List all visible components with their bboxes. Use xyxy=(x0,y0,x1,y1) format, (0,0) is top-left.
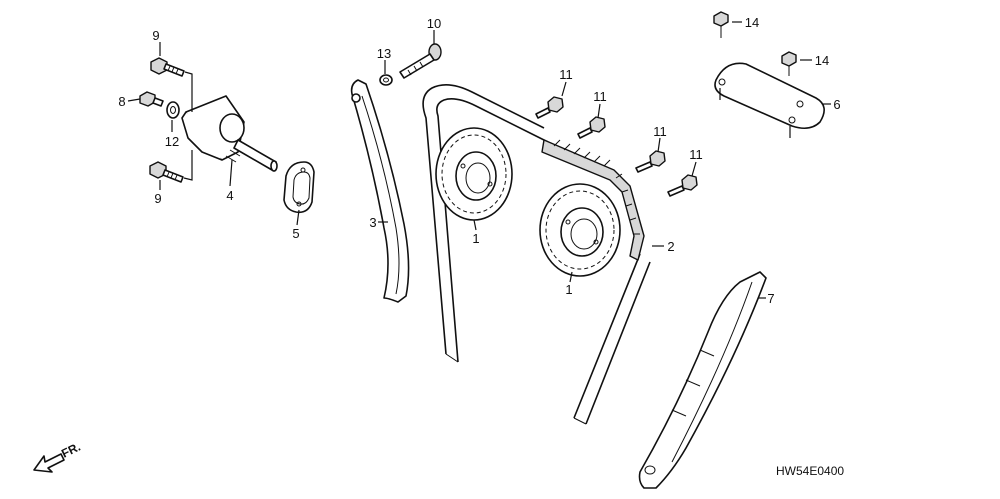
front-direction-label: FR. xyxy=(59,440,83,461)
callout-11-b: 11 xyxy=(593,89,607,104)
diagram-code: HW54E0400 xyxy=(776,464,844,478)
washer-12 xyxy=(166,101,180,119)
callouts: 9 8 12 9 4 5 3 10 13 11 11 11 11 1 1 2 6… xyxy=(118,15,840,306)
callout-8: 8 xyxy=(118,94,125,109)
callout-11-a: 11 xyxy=(559,67,573,82)
bolt-11-b xyxy=(577,116,606,139)
bolt-9-top xyxy=(150,57,185,77)
callout-11-d: 11 xyxy=(689,147,703,162)
callout-7: 7 xyxy=(767,291,774,306)
bolt-11-d xyxy=(667,174,698,197)
callout-6: 6 xyxy=(833,97,840,112)
callout-14-a: 14 xyxy=(745,15,759,30)
washer-13 xyxy=(379,74,393,86)
cam-chain-guide-7 xyxy=(638,271,767,489)
callout-12: 12 xyxy=(165,134,179,149)
cam-chain-2 xyxy=(422,84,651,425)
callout-3: 3 xyxy=(369,215,376,230)
callout-4: 4 xyxy=(226,188,233,203)
cam-chain-guide-3 xyxy=(350,79,410,303)
front-direction-arrow: FR. xyxy=(33,440,83,473)
cam-sprocket-1-upper xyxy=(435,127,513,221)
callout-1-lower: 1 xyxy=(565,282,572,297)
callout-9-bottom: 9 xyxy=(154,191,161,206)
tensioner-body-4 xyxy=(181,95,278,172)
callout-14-b: 14 xyxy=(815,53,829,68)
bolt-14-a xyxy=(713,11,729,38)
callout-2: 2 xyxy=(667,239,674,254)
bolt-14-b xyxy=(781,51,797,76)
plate-6 xyxy=(714,62,825,130)
bolt-8 xyxy=(139,91,164,107)
bolt-11-a xyxy=(535,96,564,119)
callout-1-upper: 1 xyxy=(472,231,479,246)
callout-11-c: 11 xyxy=(653,124,667,139)
bolt-11-c xyxy=(635,150,666,173)
leader-lines xyxy=(127,21,831,299)
tensioner-lifter xyxy=(139,57,278,183)
callout-5: 5 xyxy=(292,226,299,241)
bolt-10 xyxy=(399,43,442,79)
callout-9-top: 9 xyxy=(152,28,159,43)
callout-10: 10 xyxy=(427,16,441,31)
bolt-9-bottom xyxy=(149,161,184,183)
callout-13: 13 xyxy=(377,46,391,61)
cam-sprocket-1-lower xyxy=(539,183,621,277)
gasket-5 xyxy=(283,161,315,214)
